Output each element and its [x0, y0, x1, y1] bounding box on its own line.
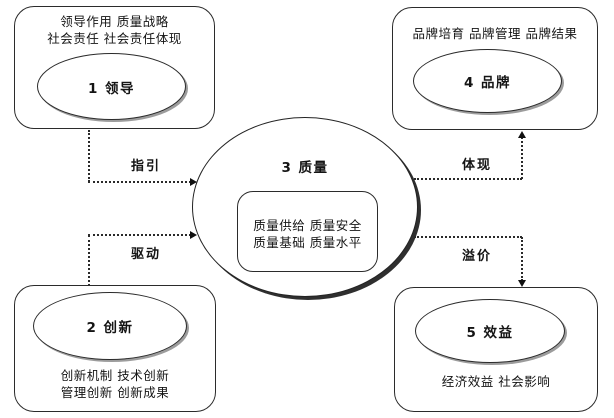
edge-drive-horizontal-line	[88, 234, 191, 236]
edge-drive-vertical-line	[88, 235, 90, 286]
leadership-label: 1 领导	[87, 80, 136, 97]
edge-reflect-horizontal-line	[414, 178, 522, 180]
benefit-annotation: 经济效益 社会影响	[394, 373, 598, 390]
quality-annotation-line2: 质量基础 质量水平	[253, 235, 362, 250]
edge-guide-vertical-line	[88, 130, 90, 182]
edge-drive-arrowhead-icon	[190, 231, 197, 239]
node-benefit-ellipse: 5 效益	[415, 299, 565, 363]
edge-reflect-vertical-line	[521, 137, 523, 179]
node-brand-ellipse: 4 品牌	[413, 49, 562, 113]
quality-annotation-line1: 质量供给 质量安全	[253, 218, 362, 233]
node-leadership-ellipse: 1 领导	[37, 53, 186, 120]
innovation-annotation: 创新机制 技术创新 管理创新 创新成果	[14, 367, 216, 401]
edge-reflect-label: 体现	[461, 158, 492, 173]
leadership-annotation: 领导作用 质量战略 社会责任 社会责任体现	[14, 13, 215, 47]
quality-inner-box: 质量供给 质量安全 质量基础 质量水平	[237, 191, 378, 272]
edge-premium-vertical-line	[521, 237, 523, 281]
innovation-annotation-line2: 管理创新 创新成果	[60, 385, 170, 400]
leadership-annotation-line2: 社会责任 社会责任体现	[47, 31, 182, 46]
edge-premium-horizontal-line	[414, 236, 522, 238]
edge-drive-label: 驱动	[130, 247, 161, 262]
innovation-label: 2 创新	[86, 320, 134, 336]
brand-annotation-line1: 品牌培育 品牌管理 品牌结果	[412, 26, 578, 41]
edge-guide-arrowhead-icon	[190, 178, 197, 186]
quality-label: 3 质量	[281, 160, 329, 176]
edge-guide-label: 指引	[130, 159, 161, 174]
edge-reflect-arrowhead-icon	[518, 131, 526, 138]
brand-annotation: 品牌培育 品牌管理 品牌结果	[392, 25, 598, 42]
innovation-annotation-line1: 创新机制 技术创新	[60, 368, 170, 383]
edge-premium-arrowhead-icon	[518, 280, 526, 287]
brand-label: 4 品牌	[463, 75, 512, 91]
edge-premium-label: 溢价	[461, 249, 492, 264]
benefit-annotation-line1: 经济效益 社会影响	[441, 374, 551, 389]
node-innovation-ellipse: 2 创新	[33, 292, 187, 360]
edge-guide-horizontal-line	[88, 181, 191, 183]
benefit-label: 5 效益	[466, 325, 514, 341]
leadership-annotation-line1: 领导作用 质量战略	[60, 14, 169, 29]
